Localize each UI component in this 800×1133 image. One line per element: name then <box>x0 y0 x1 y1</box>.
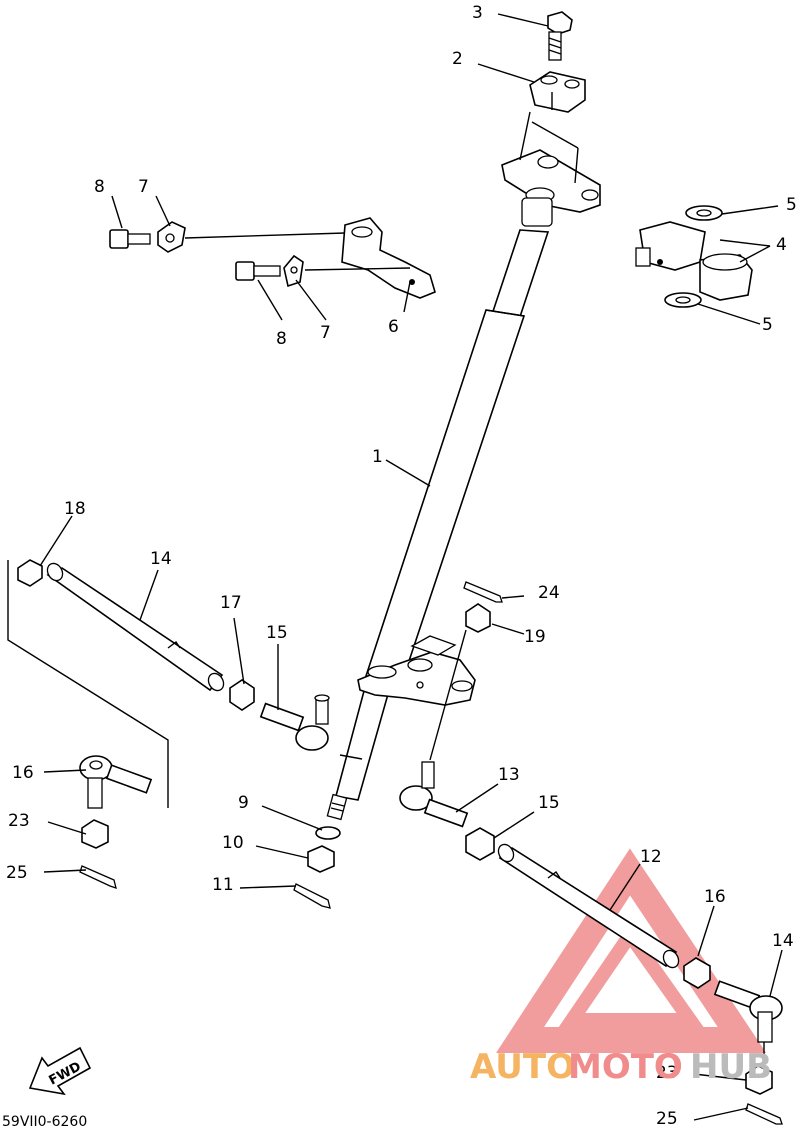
callout-5-lower: 5 <box>762 315 773 335</box>
washer-lower <box>664 292 702 308</box>
pitman-arm <box>357 635 476 706</box>
clamp-bolt-upper <box>109 229 151 249</box>
fwd-arrow-icon: FWD <box>28 1046 92 1096</box>
tie-rod-right <box>497 843 680 969</box>
callout-5-upper: 5 <box>786 195 797 215</box>
shaft-holder-cap <box>529 71 586 113</box>
locknut-16 <box>683 957 711 989</box>
clamp-bolt-lower <box>235 261 281 281</box>
nut-22 <box>465 603 491 633</box>
callout-1: 1 <box>372 447 383 467</box>
callout-25-right: 25 <box>656 1109 678 1129</box>
washer-upper <box>685 205 723 221</box>
callout-20: 17 <box>220 593 242 613</box>
callout-16: 16 <box>704 887 726 907</box>
callout-6: 6 <box>388 317 399 337</box>
cotter-pin-25-left <box>79 865 117 889</box>
tie-rod-end-18 <box>259 694 330 751</box>
callout-21: 18 <box>64 499 86 519</box>
callout-17: 14 <box>150 549 172 569</box>
callout-11: 11 <box>212 875 234 895</box>
callout-7-lower: 7 <box>320 323 331 343</box>
callout-14: 14 <box>772 931 794 951</box>
watermark-text-hub: HUB <box>690 1047 772 1087</box>
watermark-text-auto: AUTO <box>470 1047 575 1087</box>
callout-18: 15 <box>266 623 288 643</box>
cotter-pin-25-right <box>745 1103 783 1125</box>
callout-10: 10 <box>222 833 244 853</box>
callout-13: 13 <box>498 765 520 785</box>
callout-4: 4 <box>776 235 787 255</box>
callout-22: 19 <box>524 627 546 647</box>
callout-8-upper: 8 <box>94 177 105 197</box>
steering-shaft <box>326 229 550 821</box>
steering-arm-bracket <box>341 217 436 299</box>
locknut-15 <box>465 827 495 861</box>
clamp-upper <box>157 221 186 253</box>
shaft-bushing <box>635 221 753 301</box>
callout-9: 9 <box>238 793 249 813</box>
callout-2: 2 <box>452 49 463 69</box>
nut-10 <box>307 845 335 873</box>
callout-19: 16 <box>12 763 34 783</box>
castle-nut-23-right <box>745 1065 773 1095</box>
cotter-pin-24 <box>463 581 503 603</box>
watermark-logo <box>495 848 767 1053</box>
tie-rod-end-13 <box>399 761 469 828</box>
callout-7-upper: 7 <box>138 177 149 197</box>
watermark-text-moto: MOTO <box>568 1047 683 1087</box>
tie-rod-end-14 <box>713 980 783 1043</box>
castle-nut-23-left <box>81 819 109 849</box>
watermark-text: AUTO MOTO HUB <box>470 1047 772 1087</box>
locknut-20 <box>229 679 255 711</box>
callout-3: 3 <box>472 3 483 23</box>
locknut-21 <box>17 559 43 587</box>
callout-15: 15 <box>538 793 560 813</box>
cap-bolt <box>547 11 573 61</box>
callout-23-right: 23 <box>656 1063 678 1083</box>
cotter-pin-11 <box>293 883 331 909</box>
upper-shaft-bracket <box>501 149 601 227</box>
callout-12: 12 <box>640 847 662 867</box>
callout-25-left: 25 <box>6 863 28 883</box>
callout-23-left: 23 <box>8 811 30 831</box>
clamp-lower <box>283 254 304 288</box>
callout-24: 24 <box>538 583 560 603</box>
leader-lines <box>39 13 783 1121</box>
tie-rod-left <box>46 562 225 692</box>
diagram-code: 59VII0-6260 <box>2 1114 87 1129</box>
callout-8-lower: 8 <box>276 329 287 349</box>
tie-rod-end-19 <box>79 755 153 809</box>
